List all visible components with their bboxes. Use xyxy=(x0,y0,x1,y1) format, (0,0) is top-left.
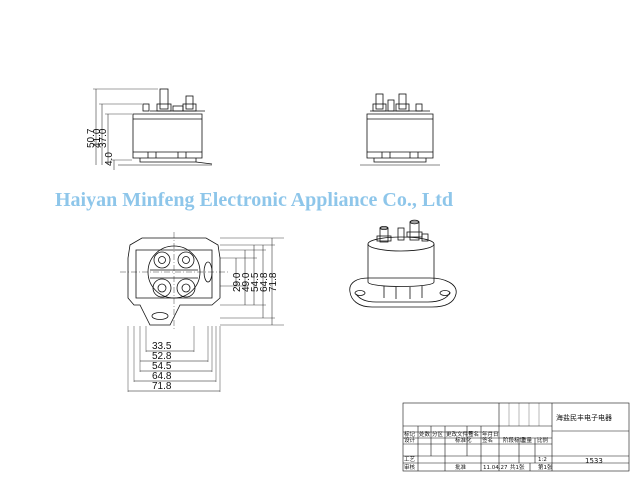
top-dim-h-3: 54.5 xyxy=(152,361,172,372)
front-dim-4: 4.0 xyxy=(104,152,115,166)
top-dim-h-1: 33.5 xyxy=(152,341,172,352)
title-weight-label: 重量 xyxy=(521,436,533,444)
top-dim-h-2: 52.8 xyxy=(152,351,172,362)
top-dim-h-5: 71.8 xyxy=(152,381,172,392)
title-drawing-number: 1533 xyxy=(585,457,603,465)
title-row-header-2: 处数 xyxy=(419,430,431,438)
title-sign-label: 签名 xyxy=(482,436,493,444)
title-standard-label: 标准化 xyxy=(455,436,472,444)
title-row-header-6: 年月日 xyxy=(482,430,499,438)
title-design-label: 设计 xyxy=(404,436,416,444)
side-view xyxy=(360,93,440,166)
top-dim-v-5: 71.8 xyxy=(268,272,279,292)
title-row-header-4: 更改文件号 xyxy=(446,430,474,438)
title-scale-value: 1:2 xyxy=(538,457,547,463)
top-dim-h-4: 64.8 xyxy=(152,371,172,382)
title-row-header-3: 分区 xyxy=(432,430,444,438)
title-process-label: 工艺 xyxy=(404,456,416,463)
front-dim-1: 50.7 xyxy=(86,128,97,148)
front-dim-2: 41.0 xyxy=(92,128,103,148)
top-dim-v-1: 29.0 xyxy=(232,272,243,292)
title-block xyxy=(402,402,630,472)
front-view xyxy=(93,88,213,170)
title-date: 11.04.27 xyxy=(483,465,508,471)
top-view xyxy=(120,232,284,392)
top-dim-v-2: 49.0 xyxy=(241,272,252,292)
title-stage-label: 阶段标记 xyxy=(503,436,526,444)
title-approve-label: 批准 xyxy=(455,463,467,471)
title-sheet-number: 第1张 xyxy=(538,463,553,471)
front-dim-3: 37.0 xyxy=(98,128,109,148)
title-scale-label: 比例 xyxy=(537,436,549,444)
top-dim-v-4: 64.8 xyxy=(259,272,270,292)
title-check-label: 审核 xyxy=(404,463,416,471)
top-dim-v-3: 54.5 xyxy=(250,272,261,292)
title-sheets-total: 共1张 xyxy=(510,463,525,471)
title-company: 海盐民丰电子电器 xyxy=(556,413,612,422)
title-row-header-1: 标记 xyxy=(404,430,416,438)
title-row-header-5: 签名 xyxy=(468,430,479,438)
watermark: Haiyan Minfeng Electronic Appliance Co.,… xyxy=(55,189,453,211)
isometric-view xyxy=(349,219,457,308)
